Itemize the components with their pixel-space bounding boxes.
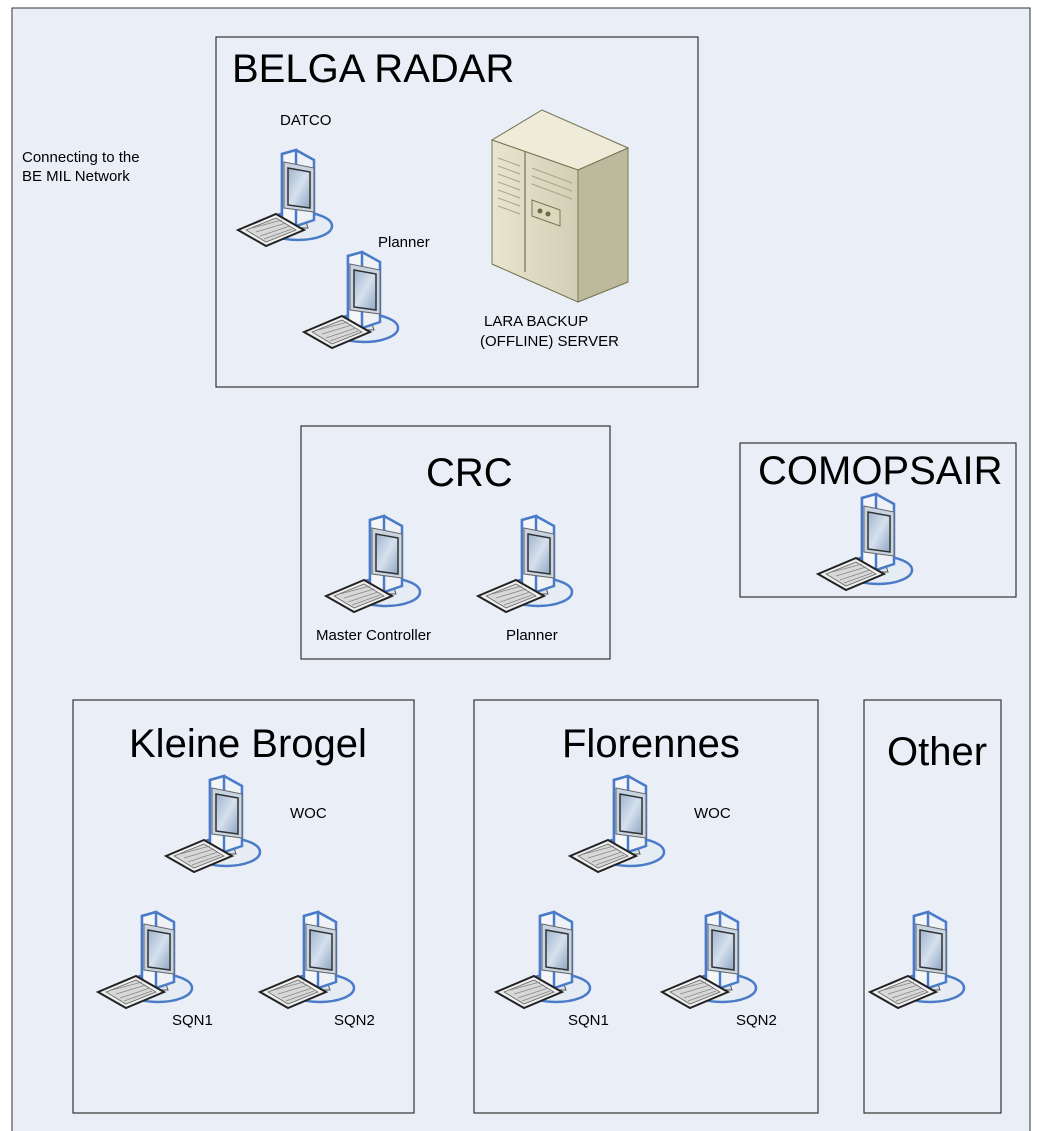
fl-sqn2-label: SQN2 xyxy=(736,1012,777,1029)
network-note: Connecting to the BE MIL Network xyxy=(22,149,144,185)
group-florennes: Florennes WOC SQN1 SQN2 xyxy=(473,699,819,1114)
crc-box xyxy=(300,425,611,660)
crc-title: CRC xyxy=(426,451,513,495)
kb-sqn2-label: SQN2 xyxy=(334,1012,375,1029)
kb-woc-label: WOC xyxy=(290,805,327,822)
other-box xyxy=(863,699,1002,1114)
fl-sqn1-label: SQN1 xyxy=(568,1012,609,1029)
comopsair-title: COMOPSAIR xyxy=(758,449,1002,493)
kleine-brogel-title: Kleine Brogel xyxy=(129,722,367,766)
group-other: Other xyxy=(863,699,1002,1114)
datco-label: DATCO xyxy=(280,112,331,129)
server-icon xyxy=(490,109,630,303)
florennes-box xyxy=(473,699,819,1114)
network-note-line2: BE MIL Network xyxy=(22,168,130,185)
group-belga-radar: BELGA RADAR DATCO Planner LARA BACKUP (O… xyxy=(215,36,699,388)
fl-woc-label: WOC xyxy=(694,805,731,822)
crc-master-label: Master Controller xyxy=(316,627,431,644)
crc-planner-label: Planner xyxy=(506,627,558,644)
group-crc: CRC Master Controller Planner xyxy=(300,425,611,660)
kb-sqn1-label: SQN1 xyxy=(172,1012,213,1029)
server-label-line1: LARA BACKUP xyxy=(484,313,588,330)
group-comopsair: COMOPSAIR xyxy=(739,442,1017,598)
group-kleine-brogel: Kleine Brogel WOC SQN1 SQN2 xyxy=(72,699,415,1114)
belga-radar-title: BELGA RADAR xyxy=(232,47,514,91)
belga-planner-label: Planner xyxy=(378,234,430,251)
florennes-title: Florennes xyxy=(562,722,740,766)
kleine-brogel-box xyxy=(72,699,415,1114)
other-title: Other xyxy=(887,730,987,774)
server-label-line2: (OFFLINE) SERVER xyxy=(480,333,619,350)
network-note-line1: Connecting to the xyxy=(22,149,140,166)
